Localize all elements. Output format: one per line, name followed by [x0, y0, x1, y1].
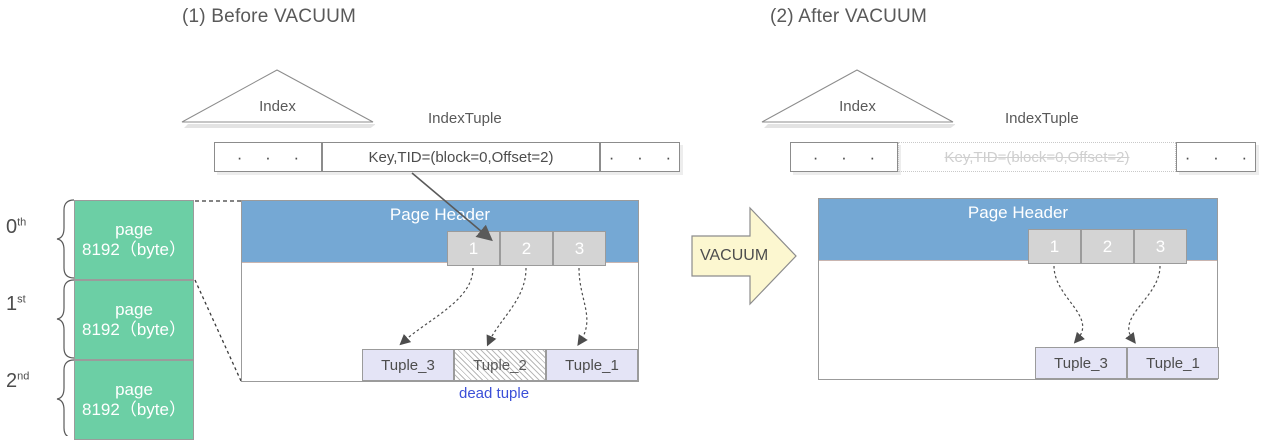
page-ordinal-2: 2nd	[6, 370, 29, 393]
page-block-2-line2: 8192（byte）	[82, 400, 186, 419]
page-block-0-line2: 8192（byte）	[82, 240, 186, 259]
index-cell-entry-removed: Key,TID=(block=0,Offset=2)	[898, 142, 1176, 172]
page-block-0[interactable]: page 8192（byte）	[74, 200, 194, 280]
page-ordinal-1: 1st	[6, 293, 26, 316]
page-block-2-line1: page	[115, 380, 153, 400]
indextuple-label-after: IndexTuple	[1005, 110, 1079, 127]
page-block-1[interactable]: page 8192（byte）	[74, 280, 194, 360]
line-pointer-1[interactable]: 1	[447, 231, 500, 266]
tuple-1[interactable]: Tuple_1	[546, 349, 638, 381]
index-cell-dots-left[interactable]: · · ·	[214, 142, 322, 172]
page-ordinal-0: 0th	[6, 216, 26, 239]
page-ordinal-0-suffix: th	[17, 216, 27, 229]
line-pointer-2[interactable]: 2	[1081, 229, 1134, 264]
tuple-3[interactable]: Tuple_3	[1035, 347, 1127, 379]
vacuum-label: VACUUM	[700, 247, 769, 264]
panel-title-after: (2) After VACUUM	[770, 6, 927, 27]
index-cell-entry[interactable]: Key,TID=(block=0,Offset=2)	[322, 142, 600, 172]
indextuple-label-before: IndexTuple	[428, 110, 502, 127]
page-ordinal-1-number: 1	[6, 293, 18, 315]
index-triangle-icon	[761, 69, 955, 128]
index-cell-dots-left[interactable]: · · ·	[790, 142, 898, 172]
tuple-3[interactable]: Tuple_3	[362, 349, 454, 381]
line-pointer-row-after: 1 2 3	[1028, 229, 1187, 264]
page-block-2[interactable]: page 8192（byte）	[74, 360, 194, 440]
line-pointer-3[interactable]: 3	[553, 231, 606, 266]
line-pointer-3[interactable]: 3	[1134, 229, 1187, 264]
line-pointer-2[interactable]: 2	[500, 231, 553, 266]
index-cell-dots-right[interactable]: · · ·	[1176, 142, 1256, 172]
index-triangle-before: Index	[180, 68, 375, 128]
index-label-before: Index	[259, 98, 296, 115]
panel-title-before: (1) Before VACUUM	[182, 6, 357, 27]
vacuum-arrow-shape	[691, 206, 797, 306]
line-pointer-1[interactable]: 1	[1028, 229, 1081, 264]
tuple-row-after: Tuple_3 Tuple_1	[1035, 347, 1219, 379]
line-pointer-row-before: 1 2 3	[447, 231, 606, 266]
page-ordinal-1-suffix: st	[17, 293, 26, 306]
page-ordinal-0-number: 0	[6, 216, 18, 238]
tuple-row-before: Tuple_3 Tuple_2 Tuple_1	[362, 349, 638, 381]
tuple-2-dead[interactable]: Tuple_2	[454, 349, 546, 381]
index-tuple-strip-before: · · · Key,TID=(block=0,Offset=2) · · ·	[214, 142, 680, 172]
page-ordinal-2-number: 2	[6, 370, 18, 392]
dead-tuple-label: dead tuple	[459, 385, 530, 402]
index-tuple-strip-after: · · · Key,TID=(block=0,Offset=2) · · ·	[790, 142, 1256, 172]
index-cell-dots-right[interactable]: · · ·	[600, 142, 680, 172]
index-triangle-after: Index	[760, 68, 955, 128]
page-block-1-line1: page	[115, 300, 153, 320]
page-stack-braces	[56, 199, 75, 436]
page-block-1-line2: 8192（byte）	[82, 320, 186, 339]
index-triangle-icon	[181, 69, 375, 128]
page-block-0-line1: page	[115, 220, 153, 240]
index-label-after: Index	[839, 98, 876, 115]
tuple-1[interactable]: Tuple_1	[1127, 347, 1219, 379]
page-ordinal-2-suffix: nd	[17, 370, 30, 383]
